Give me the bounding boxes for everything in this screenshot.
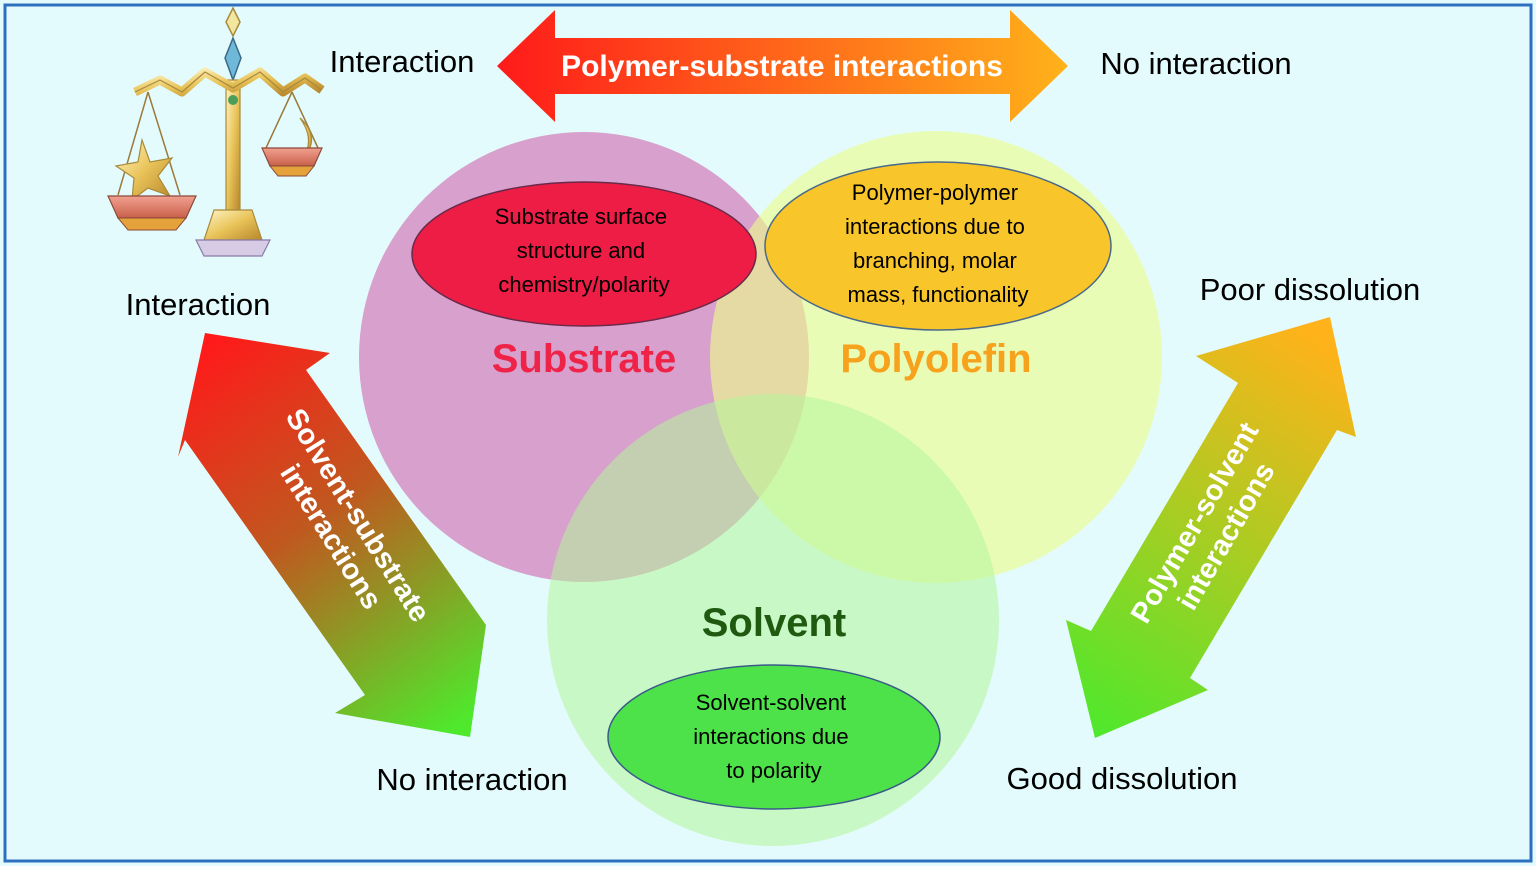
top-right-end-label: No interaction (1100, 46, 1291, 81)
substrate-title: Substrate (492, 337, 677, 381)
polymer-solvent-arrow (1066, 317, 1356, 738)
solvent-substrate-arrow (178, 333, 486, 737)
left-top-end-label: Interaction (126, 287, 271, 322)
polyolefin-detail-text: Polymer-polymer interactions due to bran… (845, 180, 1031, 307)
left-bottom-end-label: No interaction (376, 762, 567, 797)
substrate-detail-text: Substrate surface structure and chemistr… (495, 204, 674, 297)
right-top-end-label: Poor dissolution (1200, 272, 1421, 307)
balance-scale-icon (107, 6, 325, 257)
polymer-substrate-arrow (497, 10, 1068, 122)
solvent-detail-ellipse (607, 664, 941, 810)
polymer-substrate-arrow-label: Polymer-substrate interactions (561, 50, 1003, 83)
substrate-detail-ellipse (411, 181, 757, 327)
frame-border (3, 3, 1533, 863)
solvent-detail-text: Solvent-solvent interactions due to pola… (693, 690, 854, 783)
polyolefin-title: Polyolefin (840, 337, 1031, 381)
top-left-end-label: Interaction (330, 44, 475, 79)
polyolefin-detail-ellipse (764, 161, 1112, 331)
solvent-title: Solvent (702, 601, 846, 645)
right-bottom-end-label: Good dissolution (1007, 761, 1238, 796)
